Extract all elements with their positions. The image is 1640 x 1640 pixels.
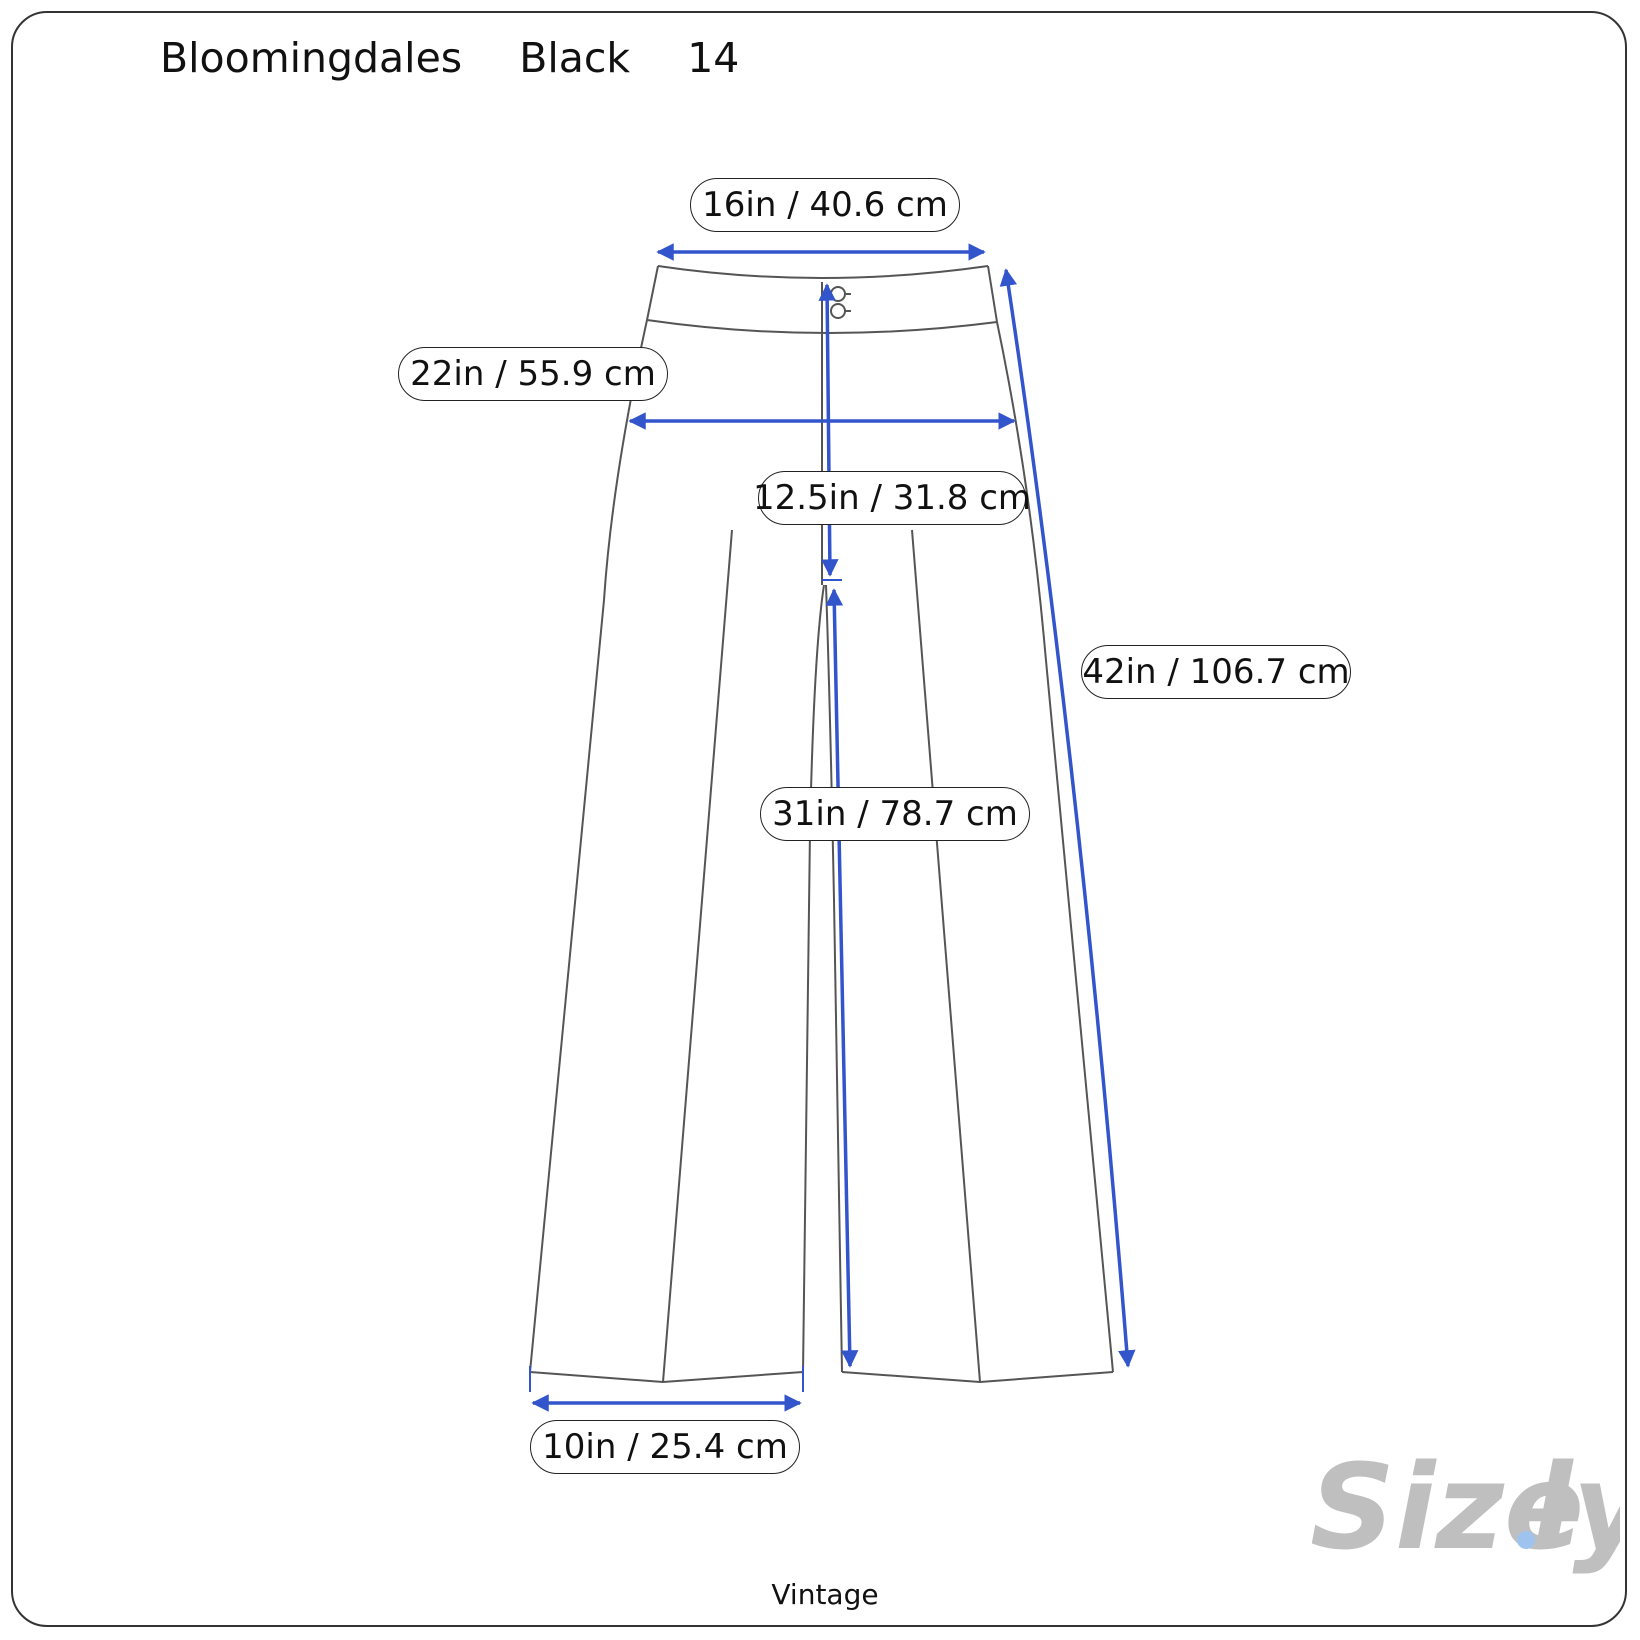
right-crease xyxy=(911,529,981,1383)
inseam-arrow xyxy=(825,588,859,1368)
outseam-label: 42in / 106.7 cm xyxy=(1081,645,1351,699)
size-label: 14 xyxy=(687,34,740,82)
color-label: Black xyxy=(519,34,631,82)
hip-label: 22in / 55.9 cm xyxy=(398,347,668,401)
inseam-label: 31in / 78.7 cm xyxy=(760,787,1030,841)
left-inner-seam xyxy=(802,584,825,1373)
product-header: Bloomingdales Black 14 xyxy=(160,34,783,82)
leg-opening-label: 10in / 25.4 cm xyxy=(530,1420,800,1474)
sizely-logo: Size ly xyxy=(1310,1438,1620,1576)
left-hem xyxy=(529,1371,804,1384)
outseam-arrow xyxy=(999,268,1136,1368)
rise-label: 12.5in / 31.8 cm xyxy=(753,471,1031,525)
waistband-top xyxy=(657,265,989,279)
svg-text:Size: Size xyxy=(1310,1438,1584,1576)
card-frame xyxy=(11,11,1627,1627)
footer-label: Vintage xyxy=(771,1578,879,1611)
right-inner-seam xyxy=(825,584,843,1373)
left-crease xyxy=(662,529,733,1383)
button-icon xyxy=(830,286,851,319)
svg-text:ly: ly xyxy=(1532,1438,1620,1576)
right-hem xyxy=(841,1371,1114,1384)
brand-label: Bloomingdales xyxy=(160,34,463,82)
waist-label: 16in / 40.6 cm xyxy=(690,178,960,232)
left-outer-seam xyxy=(529,265,659,1373)
rise-arrow xyxy=(818,283,839,577)
